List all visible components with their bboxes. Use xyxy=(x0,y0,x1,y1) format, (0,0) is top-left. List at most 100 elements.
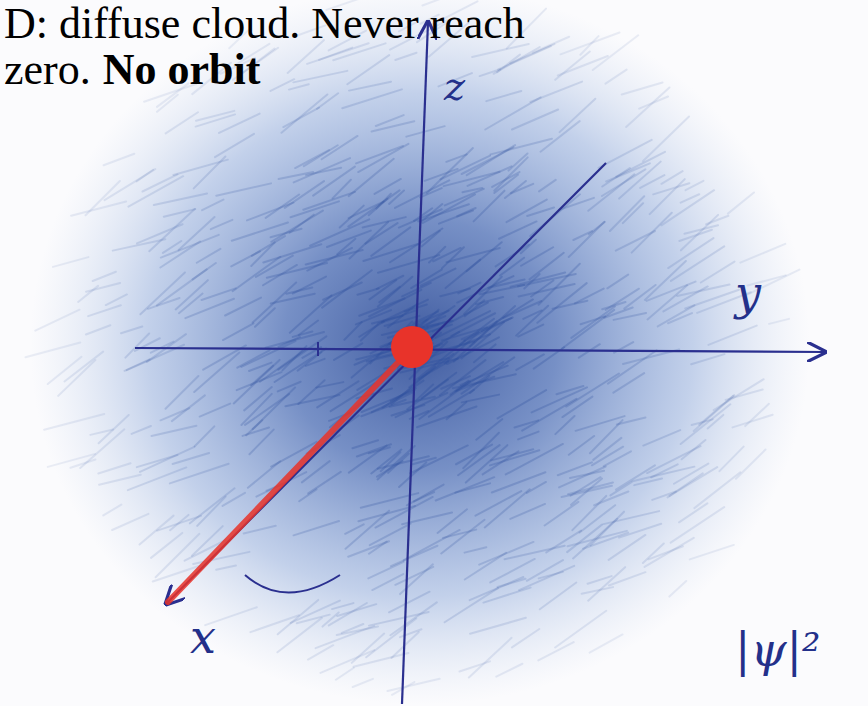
hatch-stroke xyxy=(202,200,223,211)
hatch-stroke xyxy=(610,482,631,495)
hatch-stroke xyxy=(648,285,688,319)
hatch-stroke xyxy=(671,507,725,543)
hatch-stroke xyxy=(211,220,233,229)
hatch-stroke xyxy=(337,604,376,616)
hatch-stroke xyxy=(372,574,403,590)
hatch-stroke xyxy=(247,203,293,221)
hatch-stroke xyxy=(691,354,724,364)
hatch-stroke xyxy=(193,263,216,279)
hatch-stroke xyxy=(140,272,185,314)
hatch-stroke xyxy=(358,144,408,172)
hatch-stroke xyxy=(446,154,466,161)
hatch-stroke xyxy=(652,491,676,499)
hatch-stroke xyxy=(400,564,433,594)
hatch-stroke xyxy=(293,71,347,82)
hatch-stroke xyxy=(132,426,151,434)
hatch-stroke xyxy=(164,209,195,217)
hatch-stroke xyxy=(151,533,182,558)
hatch-stroke xyxy=(645,538,694,567)
hatch-stroke xyxy=(369,612,429,626)
hatch-stroke xyxy=(294,521,339,535)
hatch-stroke xyxy=(289,84,309,89)
hatch-stroke xyxy=(571,306,615,337)
hatch-stroke xyxy=(496,664,522,677)
hatch-stroke xyxy=(510,504,545,519)
hatch-stroke xyxy=(566,373,619,406)
hatch-stroke xyxy=(429,247,445,263)
x-axis xyxy=(166,163,606,604)
hatch-stroke xyxy=(492,172,519,187)
hatch-stroke xyxy=(679,503,707,522)
hatch-stroke xyxy=(694,395,734,431)
hatch-stroke xyxy=(559,466,606,487)
hatch-stroke xyxy=(140,447,194,472)
hatch-stroke xyxy=(347,55,389,84)
hatch-stroke xyxy=(539,180,556,191)
hatch-stroke xyxy=(80,429,124,468)
hatch-stroke xyxy=(728,192,754,213)
hatch-stroke xyxy=(308,472,341,494)
hatch-stroke xyxy=(395,53,416,60)
hatch-stroke xyxy=(232,222,288,240)
hatch-stroke xyxy=(609,535,646,560)
hatch-stroke xyxy=(346,511,390,549)
hatch-stroke xyxy=(407,485,444,506)
hatch-stroke xyxy=(573,519,617,559)
hatch-stroke xyxy=(590,634,623,652)
hatch-stroke xyxy=(359,299,404,316)
hatch-stroke xyxy=(511,184,533,193)
hatch-stroke xyxy=(522,399,576,431)
hatch-stroke xyxy=(593,438,621,460)
hatch-stroke xyxy=(406,126,444,136)
hatch-stroke xyxy=(458,445,500,475)
hatch-stroke xyxy=(708,415,724,429)
hatch-stroke xyxy=(465,553,507,580)
hatch-stroke xyxy=(387,679,439,691)
hatch-stroke xyxy=(602,302,625,309)
hatch-stroke xyxy=(422,231,440,246)
hatch-stroke xyxy=(643,430,680,445)
hatch-stroke xyxy=(223,323,254,340)
hatch-stroke xyxy=(160,241,200,267)
hatch-stroke xyxy=(498,390,547,418)
hatch-stroke xyxy=(253,387,295,429)
hatch-stroke xyxy=(336,668,354,680)
hatch-stroke xyxy=(278,382,301,392)
hatch-stroke xyxy=(571,479,602,505)
probability-cloud xyxy=(30,0,810,705)
hatch-stroke xyxy=(476,297,503,304)
hatch-stroke xyxy=(378,255,439,273)
hatch-stroke xyxy=(53,257,88,267)
hatch-stroke xyxy=(418,204,469,221)
hatch-stroke xyxy=(503,301,541,318)
radius-line xyxy=(168,350,410,602)
hatch-stroke xyxy=(389,592,430,613)
hatch-stroke xyxy=(391,388,416,401)
hatch-stroke xyxy=(610,196,644,231)
hatch-stroke xyxy=(690,545,734,559)
hatch-stroke xyxy=(58,360,95,396)
hatch-stroke xyxy=(769,319,789,324)
hatch-stroke xyxy=(607,275,628,289)
hatch-stroke xyxy=(468,166,512,185)
hatch-stroke xyxy=(669,581,686,597)
hatch-stroke xyxy=(580,505,616,532)
hatch-stroke xyxy=(573,231,592,240)
hatch-stroke xyxy=(681,404,731,444)
hatch-stroke xyxy=(491,139,552,155)
hatch-stroke xyxy=(541,121,580,152)
hatch-stroke xyxy=(624,285,655,309)
hatch-stroke xyxy=(352,361,372,378)
angle-arc xyxy=(245,575,340,593)
hatch-stroke xyxy=(485,97,540,129)
hatch-stroke xyxy=(462,395,499,403)
hatch-stroke xyxy=(86,283,120,292)
hatch-stroke xyxy=(492,472,546,492)
hatch-stroke xyxy=(516,354,544,369)
heading-emphasis: No orbit xyxy=(103,46,261,94)
hatch-stroke xyxy=(216,183,271,195)
hatch-stroke xyxy=(588,576,612,584)
hatch-stroke xyxy=(476,491,522,516)
hatch-stroke xyxy=(278,600,319,634)
hatch-stroke xyxy=(604,511,660,524)
